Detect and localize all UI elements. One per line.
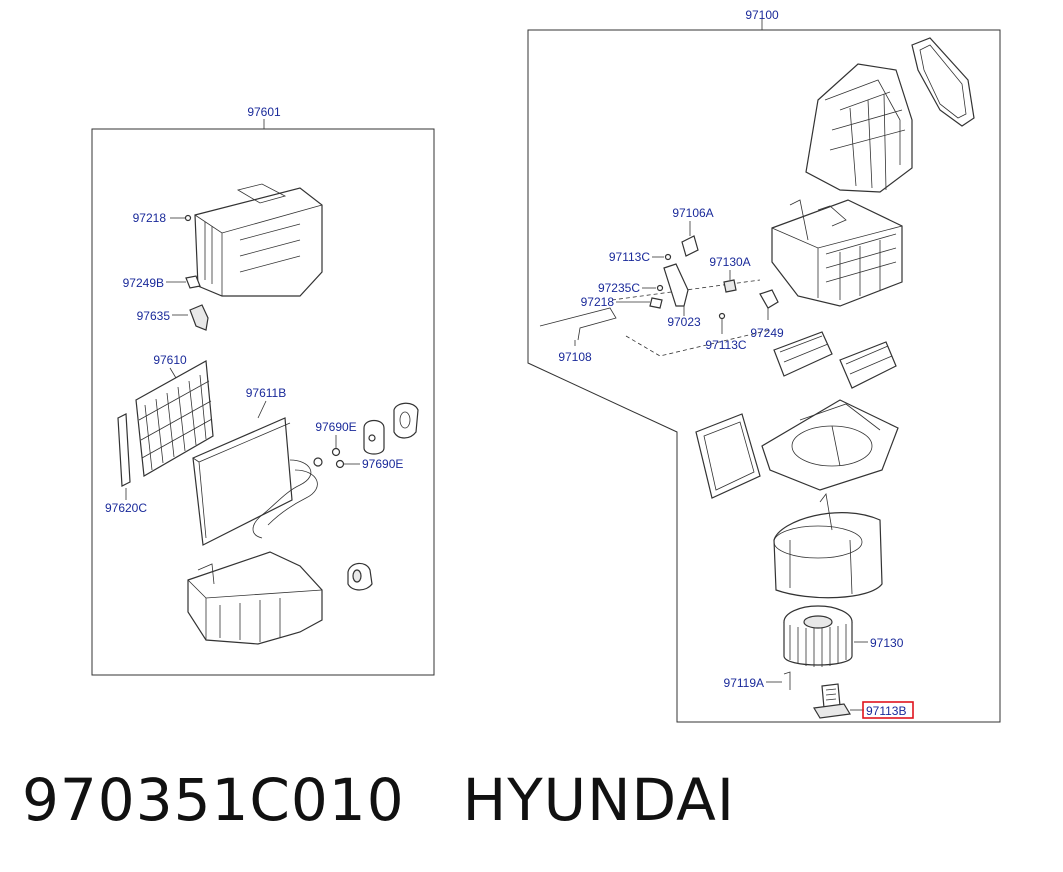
intake-duct-part bbox=[805, 63, 913, 193]
callout-97113c-upper[interactable]: 97113C bbox=[609, 250, 650, 264]
evaporator-core-part bbox=[192, 417, 323, 546]
right-group-frame bbox=[527, 29, 1001, 723]
callout-97690e-lower[interactable]: 97690E bbox=[362, 457, 403, 471]
callout-97218-left[interactable]: 97218 bbox=[133, 211, 167, 225]
resistor-part bbox=[813, 683, 851, 719]
part-number: 970351C010 bbox=[22, 766, 405, 834]
callout-97023[interactable]: 97023 bbox=[667, 315, 701, 329]
callout-97690e-upper[interactable]: 97690E bbox=[315, 420, 356, 434]
callout-97620c[interactable]: 97620C bbox=[105, 501, 147, 515]
callout-97130[interactable]: 97130 bbox=[870, 636, 904, 650]
brand-name: HYUNDAI bbox=[462, 766, 735, 834]
callout-97249b[interactable]: 97249B bbox=[123, 276, 164, 290]
callout-97108[interactable]: 97108 bbox=[558, 350, 592, 364]
right-assembly-group: 97100 97108 97106A 97113C bbox=[527, 8, 1001, 723]
parts-diagram: 97601 97218 97249B 97635 97610 bbox=[91, 8, 1001, 723]
upper-case-part bbox=[194, 183, 323, 297]
callout-97218-right[interactable]: 97218 bbox=[581, 295, 615, 309]
callout-97119a[interactable]: 97119A bbox=[724, 676, 764, 690]
lower-case-part bbox=[187, 551, 323, 645]
cabin-filter-part bbox=[135, 360, 214, 477]
callout-97130a[interactable]: 97130A bbox=[709, 255, 750, 269]
scroll-housing-part bbox=[773, 493, 883, 599]
blower-tray-part bbox=[761, 399, 899, 491]
callout-97610[interactable]: 97610 bbox=[153, 353, 187, 367]
callout-97235c[interactable]: 97235C bbox=[598, 281, 640, 295]
part-title-bar: 970351C010 HYUNDAI bbox=[22, 760, 735, 840]
left-assembly-group: 97601 97218 97249B 97635 97610 bbox=[91, 105, 435, 676]
callout-97106a[interactable]: 97106A bbox=[672, 206, 713, 220]
callout-97611b[interactable]: 97611B bbox=[246, 386, 286, 400]
callout-97249[interactable]: 97249 bbox=[750, 326, 784, 340]
highlighted-part-box bbox=[862, 701, 914, 719]
left-group-frame bbox=[91, 128, 435, 676]
left-group-label[interactable]: 97601 bbox=[247, 105, 281, 119]
blower-motor-part bbox=[783, 605, 853, 667]
callout-97113c-lower[interactable]: 97113C bbox=[705, 338, 746, 352]
callout-97113b[interactable]: 97113B bbox=[866, 704, 906, 718]
callout-97635[interactable]: 97635 bbox=[137, 309, 171, 323]
right-group-label[interactable]: 97100 bbox=[745, 8, 779, 22]
upper-housing-part bbox=[771, 199, 903, 307]
